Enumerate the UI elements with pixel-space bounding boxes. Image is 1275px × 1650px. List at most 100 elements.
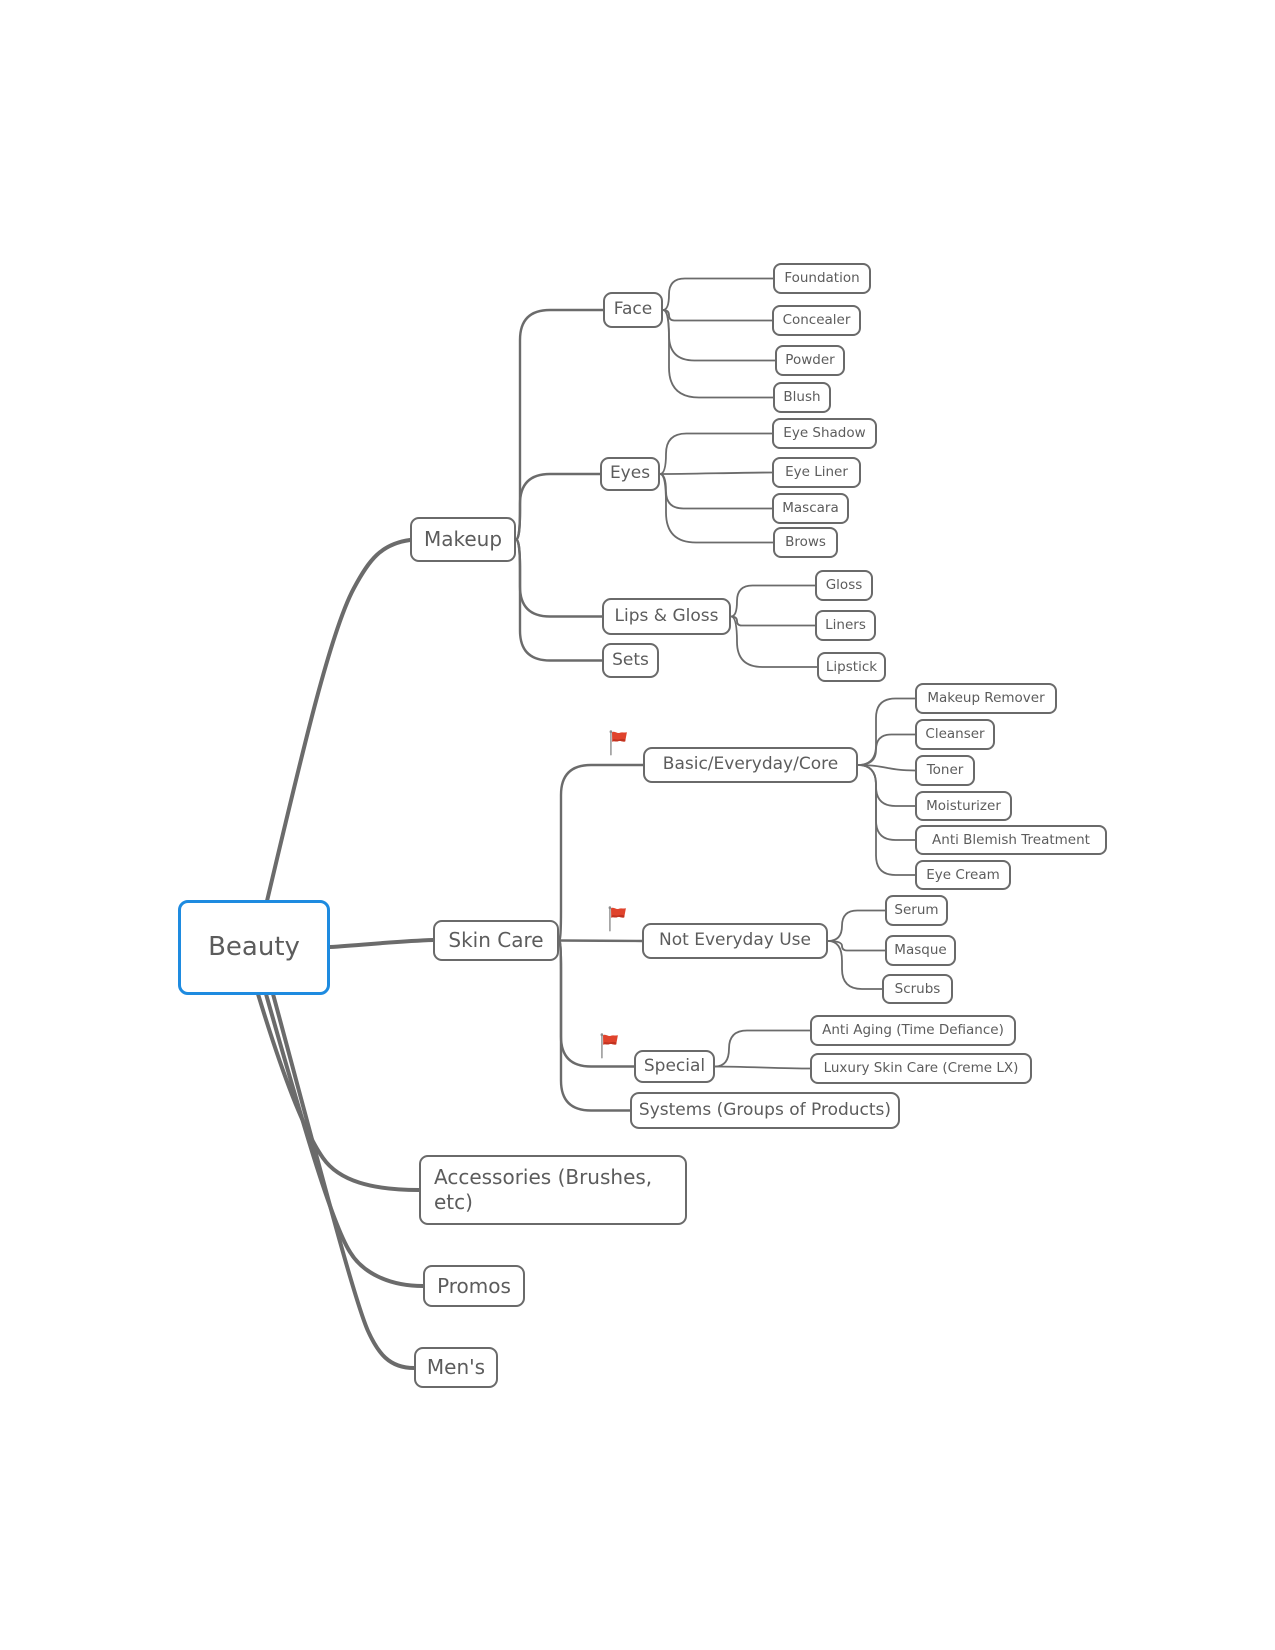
node-label: Makeup — [423, 527, 503, 551]
node-concealer[interactable]: Concealer — [772, 305, 861, 336]
node-brows[interactable]: Brows — [773, 527, 838, 558]
node-label: Systems (Groups of Products) — [638, 1099, 892, 1120]
edge-face-powder — [662, 309, 776, 362]
flag-icon — [598, 1032, 621, 1060]
flag-icon — [607, 729, 630, 757]
node-label: Toner — [926, 762, 964, 779]
node-special[interactable]: Special — [600, 1033, 715, 1083]
node-label: Cleanser — [925, 726, 985, 743]
node-moisturizer[interactable]: Moisturizer — [915, 791, 1012, 821]
node-serum[interactable]: Serum — [885, 895, 948, 926]
node-label: Eye Liner — [785, 464, 848, 481]
node-mens[interactable]: Men's — [414, 1347, 498, 1388]
node-label: Special — [643, 1055, 706, 1076]
edge-noteveryday-serum — [827, 909, 886, 942]
edge-makeup-lipsgloss — [514, 538, 604, 618]
node-eyecream[interactable]: Eye Cream — [915, 860, 1011, 890]
edge-beauty-promos — [264, 992, 425, 1288]
node-label: Moisturizer — [926, 797, 1001, 814]
edge-face-foundation — [662, 277, 774, 311]
node-accessories[interactable]: Accessories (Brushes, etc) — [419, 1155, 687, 1225]
edge-skincare-basic — [557, 763, 645, 942]
edge-skincare-systems — [557, 939, 632, 1112]
node-liners[interactable]: Liners — [815, 610, 876, 641]
node-makeupremover[interactable]: Makeup Remover — [915, 683, 1057, 714]
edge-noteveryday-masque — [827, 940, 886, 952]
node-makeup[interactable]: Makeup — [410, 517, 516, 562]
edge-special-antiaging — [714, 1029, 811, 1068]
edge-eyes-eyeshadow — [659, 432, 773, 475]
node-label: Blush — [783, 389, 821, 406]
edge-lipsgloss-lipstick — [730, 615, 818, 668]
node-gloss[interactable]: Gloss — [815, 570, 873, 601]
edge-face-blush — [662, 309, 774, 399]
node-antiblemish[interactable]: Anti Blemish Treatment — [915, 825, 1107, 855]
node-scrubs[interactable]: Scrubs — [882, 974, 953, 1004]
node-lipstick[interactable]: Lipstick — [817, 652, 886, 682]
node-label: Foundation — [784, 270, 860, 287]
edge-eyes-eyeliner — [659, 471, 773, 475]
node-eyeshadow[interactable]: Eye Shadow — [772, 418, 877, 449]
node-label: Anti Aging (Time Defiance) — [822, 1022, 1004, 1039]
node-label: Powder — [785, 352, 835, 369]
node-cleanser[interactable]: Cleanser — [915, 719, 995, 750]
edge-skincare-noteveryday — [557, 939, 644, 943]
node-noteveryday[interactable]: Not Everyday Use — [608, 906, 828, 959]
node-label: Brows — [785, 534, 826, 551]
node-label: Masque — [894, 942, 947, 959]
edge-beauty-makeup — [265, 538, 412, 903]
edge-lipsgloss-gloss — [730, 584, 816, 618]
node-systems[interactable]: Systems (Groups of Products) — [630, 1092, 900, 1129]
node-label: Serum — [894, 902, 939, 919]
edge-noteveryday-scrubs — [827, 940, 883, 990]
node-sets[interactable]: Sets — [602, 643, 659, 678]
node-powder[interactable]: Powder — [775, 345, 845, 376]
node-label: Gloss — [825, 577, 863, 594]
node-skincare[interactable]: Skin Care — [433, 920, 559, 961]
edge-basic-eyecream — [857, 764, 916, 876]
node-label: Basic/Everyday/Core — [662, 754, 839, 775]
node-label: Mascara — [782, 500, 839, 517]
edge-beauty-skincare — [328, 938, 435, 949]
edge-makeup-sets — [514, 538, 604, 662]
node-label: Scrubs — [894, 980, 941, 997]
edge-face-concealer — [662, 309, 773, 322]
node-label: Luxury Skin Care (Creme LX) — [823, 1060, 1019, 1077]
node-label: Skin Care — [448, 928, 544, 952]
node-label: Concealer — [782, 312, 851, 329]
node-label: Eye Cream — [926, 866, 1000, 883]
node-basic[interactable]: Basic/Everyday/Core — [609, 730, 858, 783]
node-eyeliner[interactable]: Eye Liner — [772, 457, 861, 488]
node-beauty[interactable]: Beauty — [178, 900, 330, 995]
node-foundation[interactable]: Foundation — [773, 263, 871, 294]
node-eyes[interactable]: Eyes — [600, 457, 660, 491]
node-mascara[interactable]: Mascara — [772, 493, 849, 524]
edge-eyes-brows — [659, 473, 774, 544]
node-promos[interactable]: Promos — [423, 1265, 525, 1307]
node-face[interactable]: Face — [603, 292, 663, 328]
node-blush[interactable]: Blush — [773, 382, 831, 413]
edge-beauty-accessories — [256, 992, 421, 1192]
node-label: Liners — [825, 617, 866, 634]
edge-basic-moisturizer — [857, 764, 916, 807]
node-label: Promos — [437, 1273, 511, 1298]
node-toner[interactable]: Toner — [915, 755, 975, 786]
node-luxury[interactable]: Luxury Skin Care (Creme LX) — [810, 1053, 1032, 1084]
flag-icon — [606, 905, 629, 933]
edge-lipsgloss-liners — [730, 615, 816, 627]
node-lipsgloss[interactable]: Lips & Gloss — [602, 598, 731, 635]
edge-skincare-special — [557, 939, 636, 1068]
edge-beauty-mens — [271, 992, 416, 1370]
node-label: Face — [613, 299, 653, 320]
node-label: Lips & Gloss — [614, 605, 719, 626]
node-masque[interactable]: Masque — [885, 935, 956, 966]
edge-makeup-face — [514, 308, 605, 541]
node-label: Anti Blemish Treatment — [932, 831, 1090, 848]
node-label: Sets — [612, 649, 649, 670]
node-label: Beauty — [208, 932, 300, 963]
node-label: Lipstick — [825, 658, 878, 675]
edge-special-luxury — [714, 1065, 811, 1070]
edge-eyes-mascara — [659, 473, 773, 510]
node-antiaging[interactable]: Anti Aging (Time Defiance) — [810, 1015, 1016, 1046]
